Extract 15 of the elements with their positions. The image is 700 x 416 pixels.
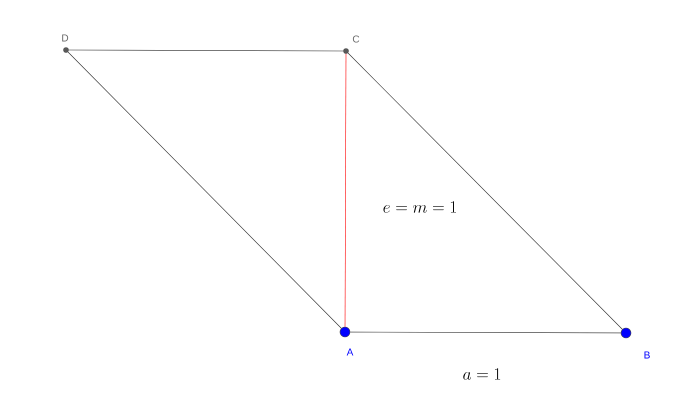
formula-label: $e = m = 1$ xyxy=(383,201,456,213)
point-label: C xyxy=(352,35,360,43)
point-label: A xyxy=(346,348,354,356)
line-segment xyxy=(350,332,621,334)
formula-label: $a = 1$ xyxy=(463,368,500,380)
point-label: B xyxy=(644,352,650,358)
line-segment xyxy=(68,50,344,52)
point-label: D xyxy=(62,34,68,42)
point xyxy=(620,328,632,338)
line-segment xyxy=(344,54,346,327)
line-segment xyxy=(348,52,623,330)
point xyxy=(340,326,350,338)
point xyxy=(63,47,69,53)
point xyxy=(343,48,349,54)
line-segment xyxy=(68,52,342,329)
